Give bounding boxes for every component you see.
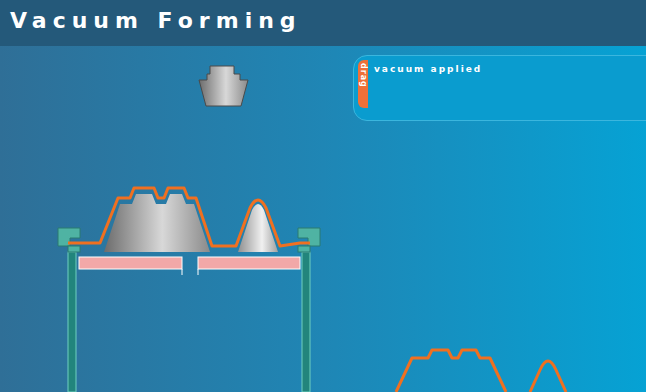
diagram-title: Vacuum Forming — [10, 8, 302, 33]
drag-tab: drag — [358, 60, 368, 108]
tab-label: drag — [359, 63, 368, 88]
status-panel: vacuum applied drag — [353, 55, 646, 121]
status-text: vacuum applied — [374, 64, 646, 74]
